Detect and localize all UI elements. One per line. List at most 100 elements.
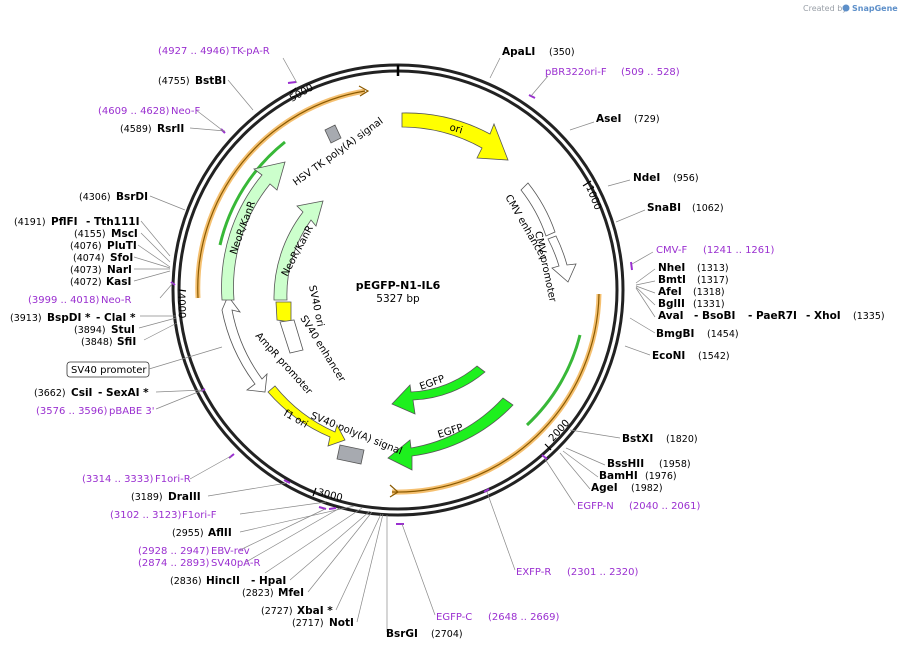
enzyme-nhei[interactable]: NheI [658, 262, 685, 274]
enzyme-paer7i[interactable]: - PaeR7I [748, 310, 797, 322]
enzyme-apali[interactable]: ApaLI [502, 46, 535, 58]
enzyme-tth111i[interactable]: - Tth111I [86, 216, 140, 228]
enzyme-draiii-pos: (3189) [131, 492, 163, 503]
enzyme-bmgbi[interactable]: BmgBI [656, 328, 694, 340]
feature-cmv-promoter [547, 235, 577, 283]
enzyme-msci-pos: (4155) [74, 229, 106, 240]
feature-label-hsv-tk: HSV TK poly(A) signal [291, 116, 385, 189]
enzyme-csii-pos: (3662) [34, 388, 66, 399]
primer-egfp-n-range: (2040 .. 2061) [629, 501, 701, 512]
enzyme-avai[interactable]: AvaI [658, 310, 684, 322]
enzyme-afei[interactable]: AfeI [658, 286, 682, 298]
enzyme-snabi[interactable]: SnaBI [647, 202, 681, 214]
enzyme-pluti-pos: (4076) [70, 241, 102, 252]
enzyme-pluti[interactable]: PluTI [107, 240, 137, 252]
enzyme-agei[interactable]: AgeI [591, 482, 618, 494]
enzyme-econi-pos: (1542) [698, 351, 730, 362]
enzyme-clai[interactable]: - ClaI * [96, 312, 136, 324]
credit-brand: SnapGene [852, 4, 898, 13]
feature-cmv-enhancer [520, 182, 556, 237]
primer-egfp-c[interactable]: EGFP-C [436, 612, 472, 623]
primer-neo-r[interactable]: Neo-R [101, 295, 132, 306]
primer-cmv-f[interactable]: CMV-F [656, 245, 687, 256]
scale-tick-mark [312, 487, 317, 497]
primer-pbabe3[interactable]: pBABE 3' [109, 406, 155, 417]
primer-egfp-c-range: (2648 .. 2669) [488, 612, 560, 623]
enzyme-csii[interactable]: CsiI [71, 387, 92, 399]
enzyme-noti[interactable]: NotI [329, 617, 354, 629]
primer-f1ori-f[interactable]: F1ori-F [182, 510, 217, 521]
enzyme-bsshii[interactable]: BssHII [607, 458, 644, 470]
enzyme-noti-pos: (2717) [292, 618, 324, 629]
feature-egfp-inner: EGFP [391, 365, 486, 415]
enzyme-rsrii-pos: (4589) [120, 124, 152, 135]
enzyme-ndei[interactable]: NdeI [633, 172, 660, 184]
enzyme-rsrii[interactable]: RsrII [157, 123, 184, 135]
feature-ori: ori [401, 112, 509, 161]
enzyme-draiii[interactable]: DraIII [168, 491, 201, 503]
sv40-promoter-box-label: SV40 promoter [71, 365, 147, 376]
snapgene-credit: Created by SnapGene [803, 4, 898, 13]
primer-ebv-rev[interactable]: EBV-rev [211, 546, 250, 557]
enzyme-bglii[interactable]: BglII [658, 298, 685, 310]
primer-labels: pBR322ori-F (509 .. 528) CMV-F (1241 .. … [28, 46, 775, 623]
primer-tk-pa-r-range: (4927 .. 4946) [158, 46, 230, 57]
primer-sv40pa-r[interactable]: SV40pA-R [211, 558, 260, 569]
enzyme-sexai[interactable]: - SexAI * [98, 387, 149, 399]
enzyme-bmti[interactable]: BmtI [658, 274, 686, 286]
enzyme-labels: ApaLI (350) AseI (729) NdeI (956) SnaBI … [10, 46, 885, 640]
primer-neo-f[interactable]: Neo-F [171, 106, 201, 117]
enzyme-stui[interactable]: StuI [111, 324, 135, 336]
primer-f1ori-r[interactable]: F1ori-R [155, 474, 191, 485]
scale-tick-4000: 4000 [175, 293, 187, 319]
enzyme-bstxi[interactable]: BstXI [622, 433, 653, 445]
enzyme-avai-pos: (1335) [853, 311, 885, 322]
enzyme-xhoi[interactable]: - XhoI [806, 310, 841, 322]
primer-pbr322ori-f-range: (509 .. 528) [621, 67, 680, 78]
enzyme-bamhi[interactable]: BamHI [599, 470, 638, 482]
enzyme-hpai[interactable]: - HpaI [251, 575, 286, 587]
primer-exfp-r-range: (2301 .. 2320) [567, 567, 639, 578]
enzyme-kasi[interactable]: KasI [106, 276, 131, 288]
primer-ebv-rev-range: (2928 .. 2947) [138, 546, 210, 557]
scale-tick-mark [582, 180, 592, 187]
primer-tk-pa-r[interactable]: TK-pA-R [230, 46, 270, 57]
enzyme-aflii-pos: (2955) [172, 528, 204, 539]
primer-exfp-r[interactable]: EXFP-R [516, 567, 551, 578]
enzyme-agei-pos: (1982) [631, 483, 663, 494]
plasmid-size: 5327 bp [376, 293, 420, 305]
enzyme-mfei[interactable]: MfeI [278, 587, 304, 599]
enzyme-bmgbi-pos: (1454) [707, 329, 739, 340]
enzyme-econi[interactable]: EcoNI [652, 350, 685, 362]
enzyme-sfoi[interactable]: SfoI [110, 252, 133, 264]
scale-tick-mark [544, 443, 552, 451]
enzyme-msci[interactable]: MscI [111, 228, 138, 240]
enzyme-snabi-pos: (1062) [692, 203, 724, 214]
enzyme-bamhi-pos: (1976) [645, 471, 677, 482]
enzyme-bspdi[interactable]: BspDI * [47, 312, 91, 324]
enzyme-bmti-pos: (1317) [697, 275, 729, 286]
enzyme-kasi-pos: (4072) [70, 277, 102, 288]
enzyme-bsobi[interactable]: - BsoBI [694, 310, 735, 322]
enzyme-sfii[interactable]: SfiI [117, 336, 136, 348]
enzyme-sfii-pos: (3848) [81, 337, 113, 348]
enzyme-hincii-pos: (2836) [170, 576, 202, 587]
enzyme-xbai[interactable]: XbaI * [297, 605, 333, 617]
enzyme-asei[interactable]: AseI [596, 113, 621, 125]
primer-pbr322ori-f[interactable]: pBR322ori-F [545, 67, 607, 78]
enzyme-bsrgi[interactable]: BsrGI [386, 628, 418, 640]
enzyme-bstbi[interactable]: BstBI [195, 75, 226, 87]
enzyme-asei-pos: (729) [634, 114, 660, 125]
enzyme-bsrdi[interactable]: BsrDI [116, 191, 148, 203]
plasmid-name: pEGFP-N1-IL6 [356, 279, 441, 292]
enzyme-nari[interactable]: NarI [107, 264, 132, 276]
enzyme-aflii[interactable]: AflII [208, 527, 232, 539]
enzyme-pflfi[interactable]: PflFI [51, 216, 78, 228]
enzyme-ndei-pos: (956) [673, 173, 699, 184]
enzyme-bsrgi-pos: (2704) [431, 629, 463, 640]
enzyme-mfei-pos: (2823) [242, 588, 274, 599]
enzyme-hincii[interactable]: HincII [206, 575, 240, 587]
enzyme-bsshii-pos: (1958) [659, 459, 691, 470]
primer-egfp-n[interactable]: EGFP-N [577, 501, 614, 512]
